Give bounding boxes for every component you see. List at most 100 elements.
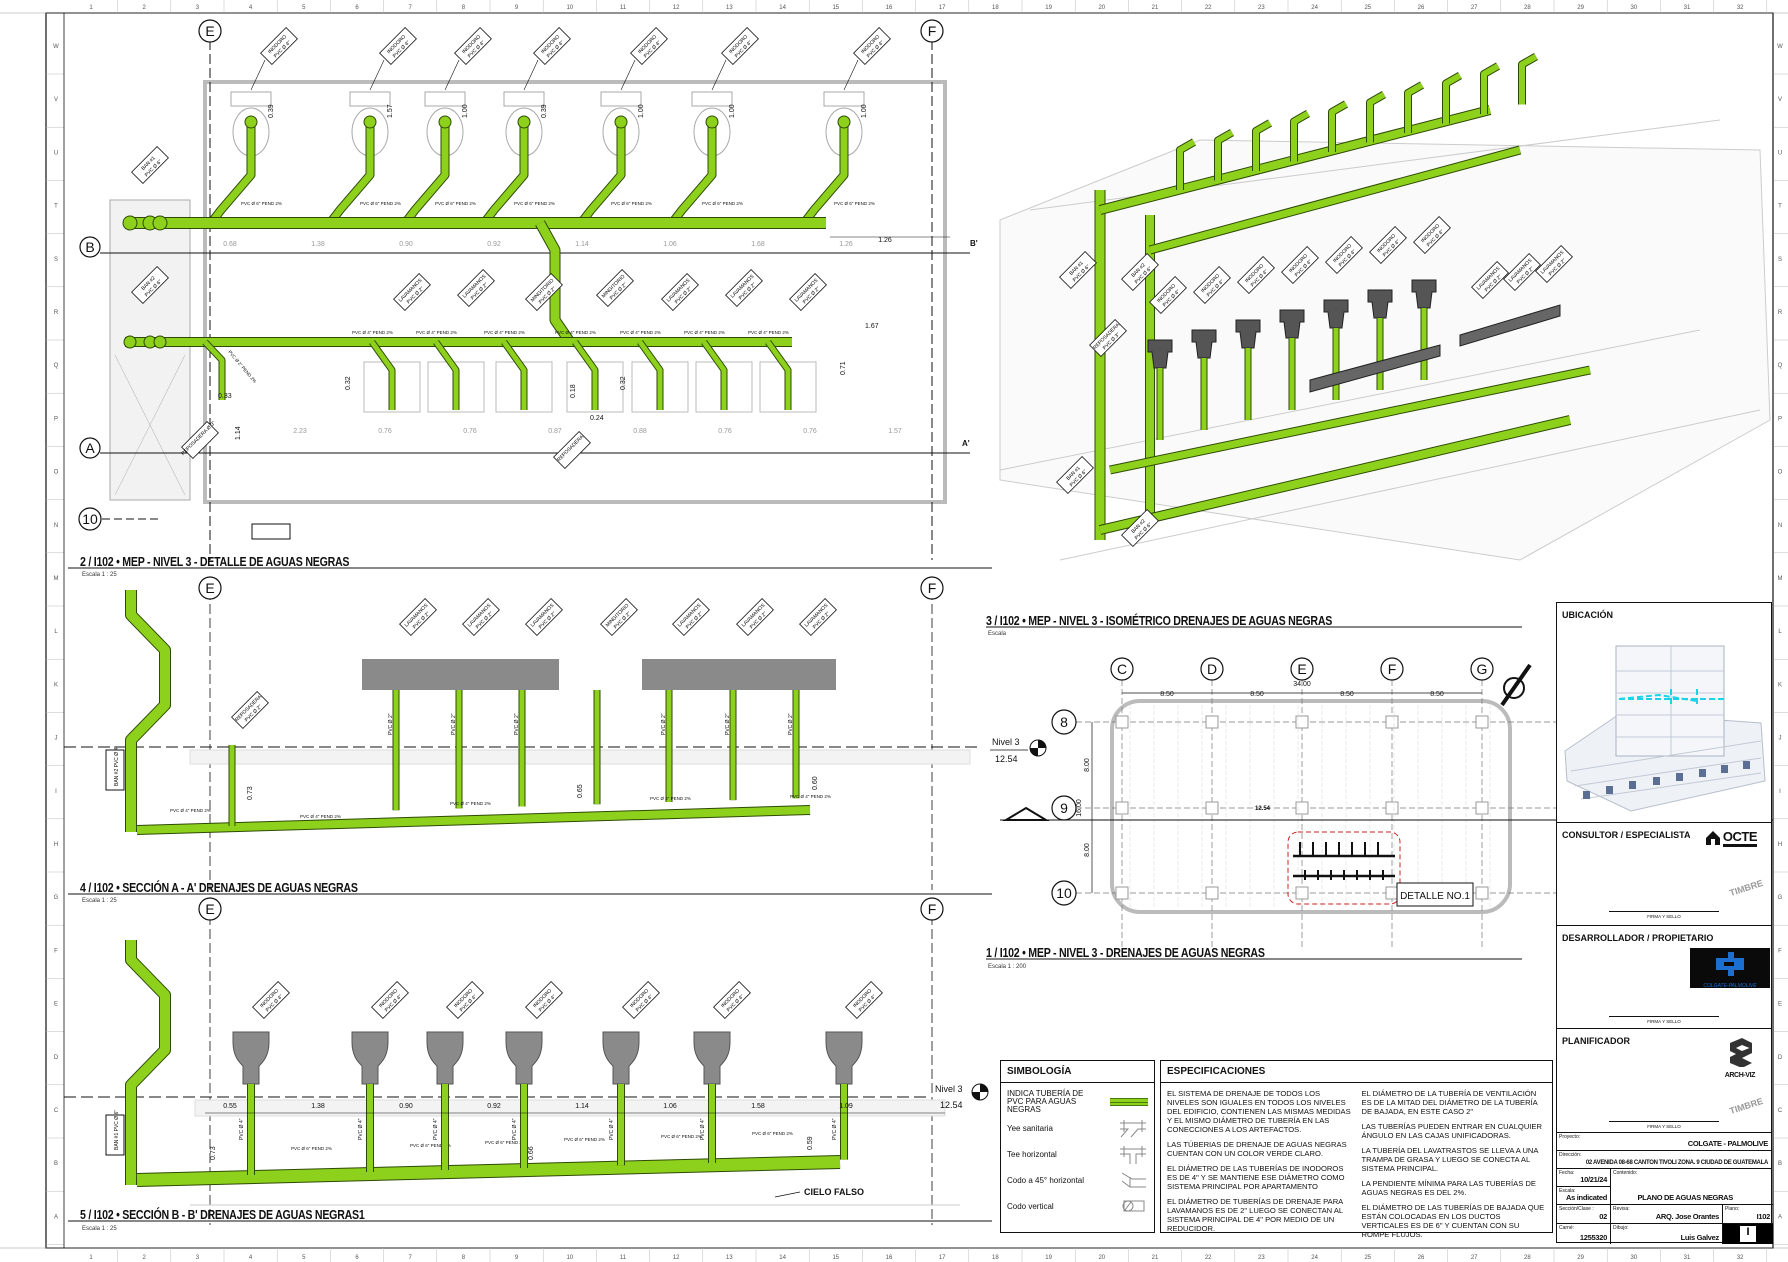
- dimension-value: 1.58: [751, 1103, 765, 1110]
- tag-box: [672, 598, 710, 636]
- dimension-value: 1.57: [387, 104, 394, 118]
- dimension-value: 0.90: [399, 241, 413, 248]
- column-number: 12: [673, 5, 680, 11]
- column-number: 1: [89, 1255, 93, 1261]
- column-number: 16: [886, 5, 893, 11]
- level-marker-icon: [972, 1084, 988, 1100]
- pipe-size-label: PVC Ø 4": [433, 1118, 439, 1140]
- dimension-value: 1.67: [865, 323, 879, 330]
- tag-box: [131, 146, 169, 184]
- dimension-value: 0.90: [399, 1103, 413, 1110]
- column-number: 17: [939, 5, 946, 11]
- iso-vent-pipe: [1367, 91, 1386, 143]
- row-letter: D: [54, 1055, 59, 1061]
- level-name: Nivel 3: [935, 1084, 963, 1094]
- arch-viz-logo-icon: [1729, 1038, 1752, 1068]
- signature-line: [1609, 1121, 1719, 1122]
- row-letter: C: [1778, 1108, 1783, 1114]
- tag-box: [252, 981, 290, 1019]
- tag-box: [1193, 266, 1231, 304]
- wall-outline: [203, 80, 947, 504]
- sink-outline: [495, 361, 553, 413]
- signature-label: FIRMA Y SELLO: [1647, 1019, 1681, 1024]
- tag-box: [446, 981, 484, 1019]
- detail-view-title: 2 / I102 • MEP - NIVEL 3 - DETALLE DE AG…: [80, 555, 350, 569]
- grid-bubble-10-label: 10: [82, 511, 98, 527]
- section-main-pipe: [136, 1156, 841, 1186]
- tag-leader: [523, 59, 539, 91]
- spot-elevation: 12.54: [1255, 806, 1271, 812]
- column-number: 12: [673, 1255, 680, 1261]
- iso-sink-counter: [1309, 344, 1441, 393]
- ceiling-label: CIELO FALSO: [804, 1187, 864, 1197]
- row-letter: I: [55, 789, 57, 795]
- row-letter: O: [54, 470, 59, 476]
- grid-bubble-10: [78, 507, 102, 531]
- dimension-value: 1.00: [638, 104, 645, 118]
- dimension-value: 0.76: [803, 428, 817, 435]
- title-block: UBICACIÓN CONSULTOR / ESPECIALISTA OCTE …: [1556, 602, 1773, 1244]
- vertical-elbow-icon: [1122, 1200, 1145, 1212]
- dimension-value: 0.76: [463, 428, 477, 435]
- toilet-tank: [823, 91, 865, 107]
- row-letter: H: [54, 842, 58, 848]
- column: [1115, 886, 1129, 900]
- planner-heading: PLANIFICADOR: [1562, 1036, 1630, 1046]
- row-letter: U: [54, 150, 58, 156]
- grid-bubble-f-label: F: [928, 23, 937, 39]
- id-cell: Carné:1255320: [1557, 1224, 1611, 1244]
- column-number: 10: [566, 1255, 573, 1261]
- grid-bubble-f: [920, 19, 944, 43]
- grid-bubble-f-label: F: [928, 580, 937, 596]
- flow-label: PVC Ø 4" PEND 2%: [170, 808, 211, 813]
- column-number: 9: [515, 1255, 519, 1261]
- riser-tag-box: [105, 1114, 125, 1156]
- row-letter: D: [1778, 1055, 1783, 1061]
- section-a-scale: Escala 1 : 25: [82, 898, 117, 904]
- section-arrow-icon: [1002, 806, 1050, 821]
- row-letter: P: [54, 416, 58, 422]
- row-letter: U: [1778, 150, 1782, 156]
- section-main-pipe: [136, 806, 811, 834]
- toilet-elevation: [505, 1031, 543, 1085]
- tag-box: [661, 273, 699, 311]
- tag-box: [789, 273, 827, 311]
- column-number: 21: [1152, 5, 1159, 11]
- plan-grid-bubble-label: 10: [1056, 885, 1072, 901]
- toilet-branch-pipe: [480, 120, 529, 226]
- section-riser: [126, 590, 170, 832]
- toilet-tank: [349, 91, 391, 107]
- tag-box: [379, 27, 417, 65]
- tag-box: [131, 266, 169, 304]
- column: [1385, 801, 1399, 815]
- iso-vent-pipe: [1253, 120, 1272, 171]
- toilet-branch-pipe: [327, 120, 374, 226]
- dimension-value: 0.24: [590, 415, 604, 422]
- reviewer-cell: Revisa:ARQ. Jose Orantes: [1611, 1205, 1723, 1224]
- legend-item-pipe: INDICA TUBERÍA DE PVC PARA AGUAS NEGRAS: [1001, 1089, 1154, 1115]
- column-number: 32: [1737, 5, 1744, 11]
- tag-box: [1121, 253, 1159, 291]
- flow-label: PVC Ø 6" PEND 2%: [435, 201, 476, 206]
- row-letter: B: [1778, 1161, 1782, 1167]
- detail-label: DETALLE NO.1: [1400, 891, 1470, 902]
- dimension-value: 1.68: [751, 241, 765, 248]
- plan-grid-bubble-label: C: [1117, 661, 1127, 677]
- legend-label: Codo vertical: [1007, 1201, 1054, 1211]
- toilet-branch-pipe: [402, 120, 449, 226]
- toilet-branch-pipe: [578, 120, 625, 226]
- dimension-value: 8.00: [1084, 843, 1091, 857]
- column: [1205, 715, 1219, 729]
- toilet-branch-pipe: [326, 120, 375, 226]
- flow-label: PVC Ø 4" PEND 2%: [484, 330, 525, 335]
- flow-label-2in: PVC Ø 2" PEND 2%: [227, 349, 257, 384]
- tag-box: [371, 981, 409, 1019]
- dimension-value: 8.50: [1250, 691, 1264, 698]
- plan-grid-bubble-label: D: [1207, 661, 1217, 677]
- legend-box: SIMBOLOGÍA INDICA TUBERÍA DE PVC PARA AG…: [1000, 1060, 1155, 1233]
